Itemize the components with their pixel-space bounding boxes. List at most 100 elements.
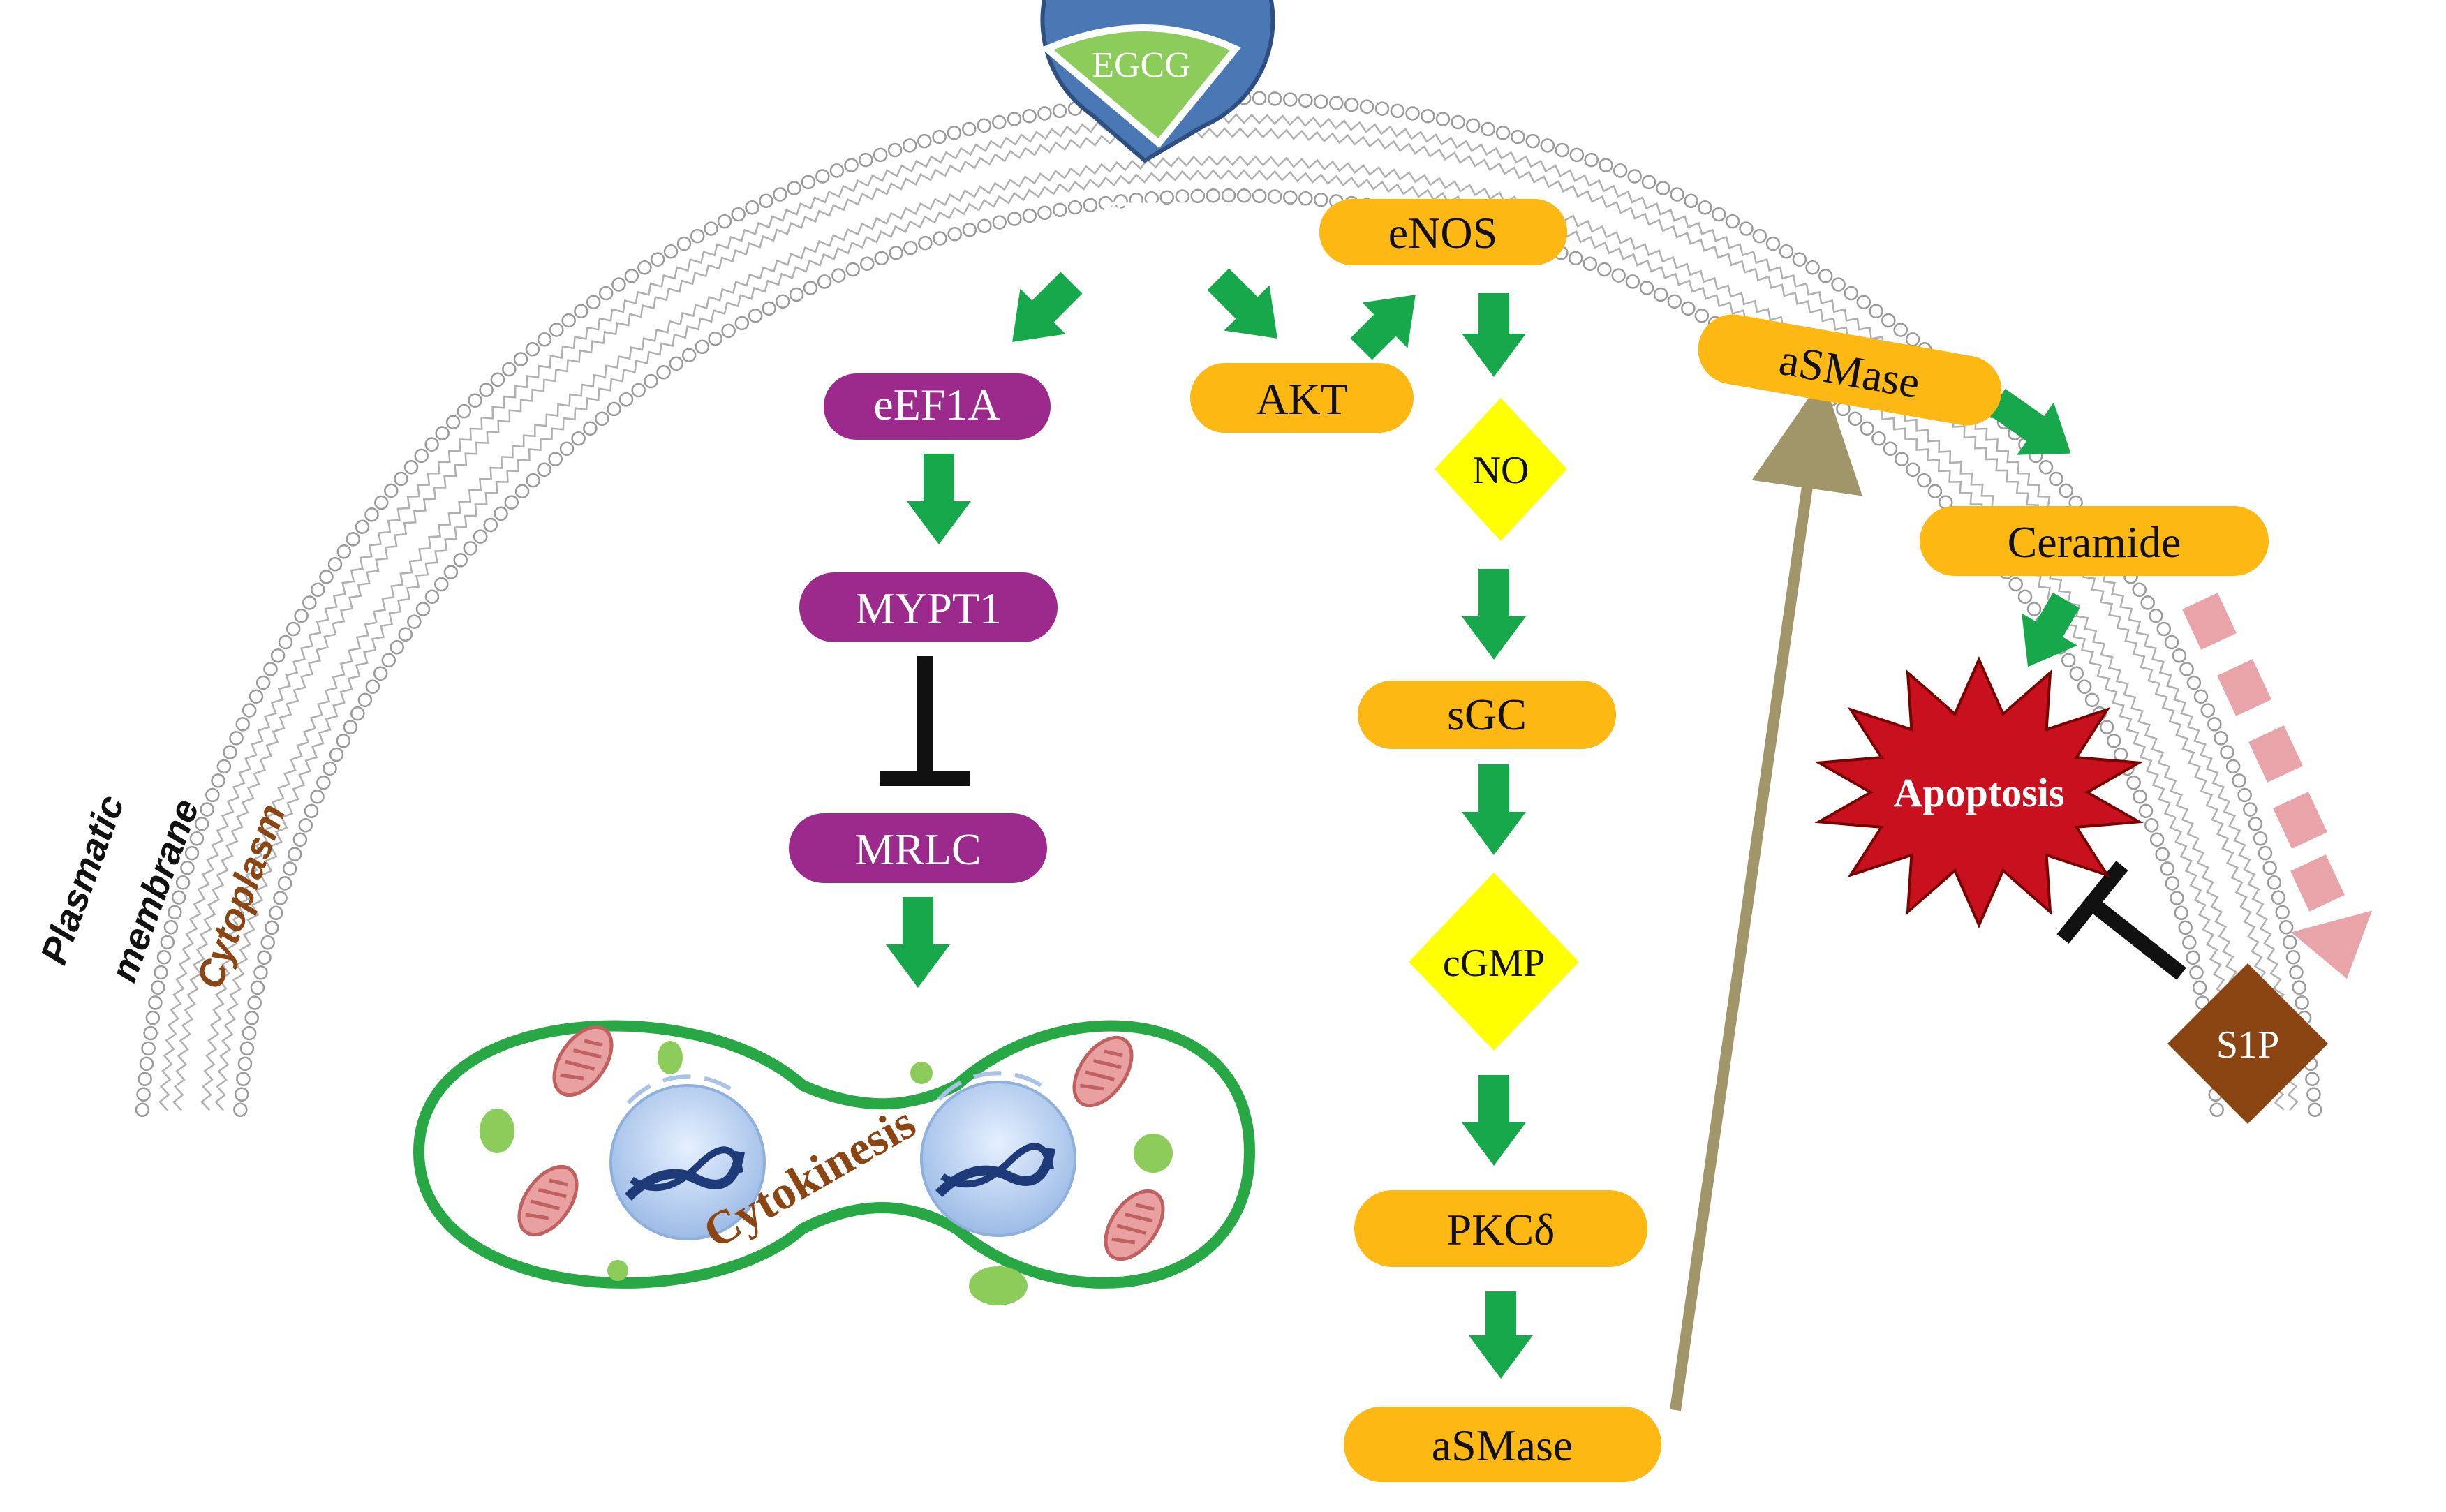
lipid-head	[407, 614, 422, 629]
arrow-67lr-eef1a	[1012, 272, 1083, 342]
lipid-head	[859, 152, 873, 168]
lipid-head	[2140, 595, 2155, 610]
lipid-head	[676, 236, 692, 251]
arrow-pkc-asmase	[1469, 1291, 1533, 1379]
lipid-head	[504, 495, 519, 510]
lipid-head	[253, 965, 268, 980]
lipid-head	[1329, 96, 1344, 110]
lipid-head	[2179, 662, 2194, 676]
node-ceramide[interactable]: Ceramide	[1920, 506, 2269, 576]
node-asmase-membrane[interactable]: aSMase	[1693, 309, 2008, 431]
lipid-head	[803, 281, 818, 295]
lipid-head	[1481, 121, 1495, 137]
lipid-head	[2008, 577, 2023, 592]
lipid-tail	[214, 169, 2243, 1111]
lipid-head	[1927, 484, 1943, 498]
lipid-head	[494, 506, 508, 521]
lipid-head	[1267, 189, 1282, 204]
lipid-head	[403, 460, 419, 475]
egcg-label: EGCG	[1092, 45, 1191, 85]
lipid-head	[2144, 817, 2159, 833]
receptor-67lr[interactable]: EGCG 67LR	[1040, 0, 1275, 239]
vesicle-icon	[658, 1041, 683, 1074]
lipid-head	[1421, 109, 1435, 124]
vesicle-icon	[607, 1260, 628, 1281]
lipid-head	[435, 426, 450, 440]
node-s1p[interactable]: S1P	[2167, 963, 2328, 1124]
lipid-head	[424, 589, 440, 604]
lipid-head	[445, 415, 461, 429]
lipid-head	[717, 214, 732, 229]
lipid-head	[270, 648, 286, 663]
lipid-head	[992, 114, 1007, 130]
lipid-head	[2253, 831, 2268, 846]
node-sgc[interactable]: sGC	[1358, 681, 1616, 749]
lipid-head	[249, 689, 264, 704]
node-no[interactable]: NO	[1435, 398, 1567, 541]
node-mrlc[interactable]: MRLC	[789, 813, 1047, 883]
lipid-head	[2209, 1102, 2224, 1117]
lipid-head	[2295, 995, 2309, 1010]
lipid-head	[2138, 803, 2154, 818]
lipid-head	[748, 309, 763, 323]
svg-text:NO: NO	[1473, 449, 1529, 492]
lipid-head	[294, 608, 309, 623]
lipid-head	[595, 411, 609, 426]
lipid-head	[2248, 817, 2263, 831]
lipid-head	[513, 352, 528, 366]
vesicle-icon	[910, 1062, 933, 1084]
node-mypt1[interactable]: MYPT1	[799, 572, 1058, 642]
lipid-head	[918, 235, 933, 251]
lipid-head	[1860, 421, 1874, 436]
lipid-head	[468, 393, 482, 408]
lipid-head	[1779, 244, 1794, 259]
lipid-head	[1252, 91, 1267, 105]
node-eef1a[interactable]: eEF1A	[824, 373, 1051, 440]
dash-segment	[2290, 854, 2345, 912]
lipid-head	[1007, 212, 1022, 226]
lipid-head	[394, 471, 408, 487]
svg-text:Ceramide: Ceramide	[2008, 517, 2181, 567]
lipid-head	[1129, 192, 1143, 207]
lipid-head	[310, 790, 325, 804]
lipid-head	[260, 935, 275, 950]
node-asmase-cytoplasm[interactable]: aSMase	[1344, 1407, 1661, 1482]
lipid-head	[977, 118, 992, 133]
node-akt[interactable]: AKT	[1190, 363, 1414, 433]
node-pkc-delta[interactable]: PKCδ	[1354, 1190, 1647, 1267]
lipid-head	[1374, 101, 1390, 116]
arrow-no-sgc	[1462, 569, 1526, 660]
apoptosis-burst[interactable]: Apoptosis	[1814, 656, 2144, 928]
lipid-head	[537, 462, 551, 477]
node-enos[interactable]: eNOS	[1319, 199, 1567, 265]
lipid-head	[336, 544, 352, 559]
lipid-head	[473, 529, 488, 544]
lipid-head	[2207, 717, 2222, 732]
lipid-head	[773, 187, 787, 202]
lipid-head	[355, 519, 370, 534]
lipid-tail	[158, 113, 2299, 1111]
lipid-head	[154, 965, 168, 980]
node-cgmp[interactable]: cGMP	[1409, 873, 1579, 1051]
lipid-head	[242, 703, 257, 718]
conversion-arrow-ceramide-s1p	[2182, 593, 2372, 979]
lipid-head	[1098, 195, 1113, 211]
dash-segment	[2217, 659, 2271, 716]
lipid-head	[549, 323, 564, 337]
lipid-head	[2200, 703, 2216, 718]
lipid-head	[1144, 191, 1159, 206]
svg-text:Apoptosis: Apoptosis	[1894, 770, 2065, 815]
lipid-head	[2049, 471, 2063, 487]
lipid-head	[205, 787, 220, 803]
lipid-head	[143, 1025, 158, 1041]
lipid-head	[373, 666, 388, 681]
lipid-head	[1007, 112, 1022, 126]
lipid-head	[1113, 194, 1128, 209]
lipid-head	[889, 246, 903, 260]
arrow-ceramide-apoptosis	[2022, 593, 2080, 667]
lipid-head	[1283, 92, 1298, 107]
lipid-head	[311, 582, 325, 598]
lipid-head	[2155, 847, 2170, 861]
lipid-head	[2306, 1087, 2321, 1102]
lipid-head	[148, 995, 163, 1010]
